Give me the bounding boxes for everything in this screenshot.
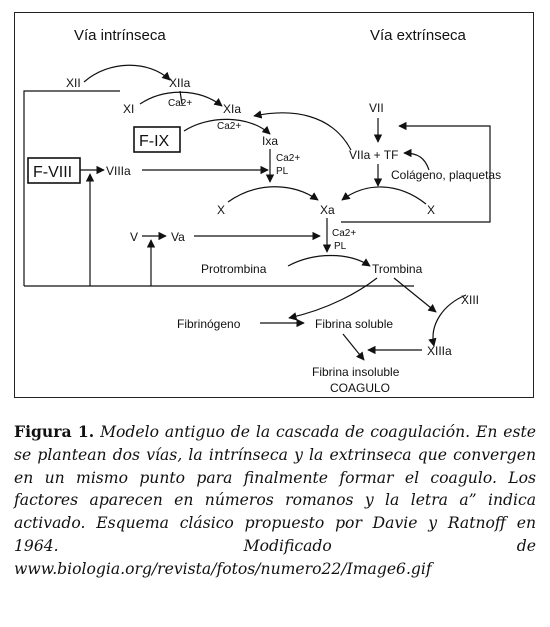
figure-label: Figura 1. (14, 422, 95, 441)
cofactor-calcium-4: Ca2+ (332, 228, 356, 239)
figure-caption: Figura 1. Modelo antiguo de la cascada d… (14, 421, 536, 581)
factor-va: Va (171, 230, 185, 244)
arrow-prothrombin-to-thrombin (287, 254, 371, 267)
factor-viiia: VIIIa (106, 164, 131, 178)
intrinsic-pathway-title: Vía intrínseca (74, 27, 166, 44)
arrow-ix-to-ixa (183, 118, 271, 135)
arrow-xii-to-xiia (83, 64, 171, 83)
collagen-platelets-label: Colágeno, plaquetas (391, 168, 501, 182)
factor-ix-box (133, 126, 181, 153)
caption-text: Modelo antiguo de la cascada de coagulac… (14, 423, 537, 578)
soluble-fibrin-label: Fibrina soluble (315, 317, 393, 331)
arrow-thrombin-to-soluble-fibrin (288, 277, 378, 321)
cofactor-phospholipid-4: PL (334, 241, 347, 252)
factor-xi: XI (123, 102, 134, 116)
coagulation-cascade-diagram: Vía intrínseca Vía extrínseca XII XIIa X… (23, 27, 501, 395)
arrow-x-right-to-xa (341, 186, 427, 205)
factor-xiiia: XIIIa (427, 344, 452, 358)
factor-xii: XII (66, 76, 81, 90)
arrow-collagen-to-viia (403, 148, 430, 171)
insoluble-fibrin-label: Fibrina insoluble (312, 365, 400, 379)
arrow-viia-to-xia (253, 110, 352, 151)
arrow-xiii-to-xiiia (428, 294, 467, 347)
factor-viii-box (27, 157, 81, 184)
thrombin-label: Trombina (372, 262, 423, 276)
factor-ixa: Ixa (262, 134, 278, 148)
feedback-loop-right (341, 121, 491, 223)
factor-xa: Xa (320, 203, 335, 217)
cofactor-calcium-2: Ca2+ (217, 121, 241, 132)
arrow-x-left-to-xa (227, 186, 319, 203)
factor-viii-label: F-VIII (33, 164, 72, 181)
arrow-xiia-catalyst (179, 90, 183, 105)
factor-x-right: X (427, 203, 435, 217)
factor-v: V (130, 230, 138, 244)
clot-label: COAGULO (330, 381, 390, 395)
factor-xiia: XIIa (169, 76, 191, 90)
feedback-loop-left (23, 90, 120, 286)
prothrombin-label: Protrombina (201, 262, 267, 276)
cofactor-phospholipid-3: PL (276, 166, 289, 177)
factor-x-left: X (217, 203, 225, 217)
extrinsic-pathway-title: Vía extrínseca (370, 27, 467, 44)
factor-viia-tf: VIIa + TF (349, 148, 398, 162)
diagram-frame (14, 12, 534, 398)
factor-vii: VII (369, 101, 384, 115)
factor-xia: XIa (223, 102, 241, 116)
arrow-xi-to-xia (139, 91, 223, 107)
factor-ix-label: F-IX (139, 133, 170, 150)
cofactor-calcium-3: Ca2+ (276, 153, 300, 164)
arrow-soluble-to-insoluble (342, 333, 365, 361)
cofactor-calcium-1: Ca2+ (168, 98, 192, 109)
factor-xiii: XIII (461, 293, 479, 307)
arrow-thrombin-to-xiii (393, 277, 437, 313)
fibrinogen-label: Fibrinógeno (177, 317, 241, 331)
